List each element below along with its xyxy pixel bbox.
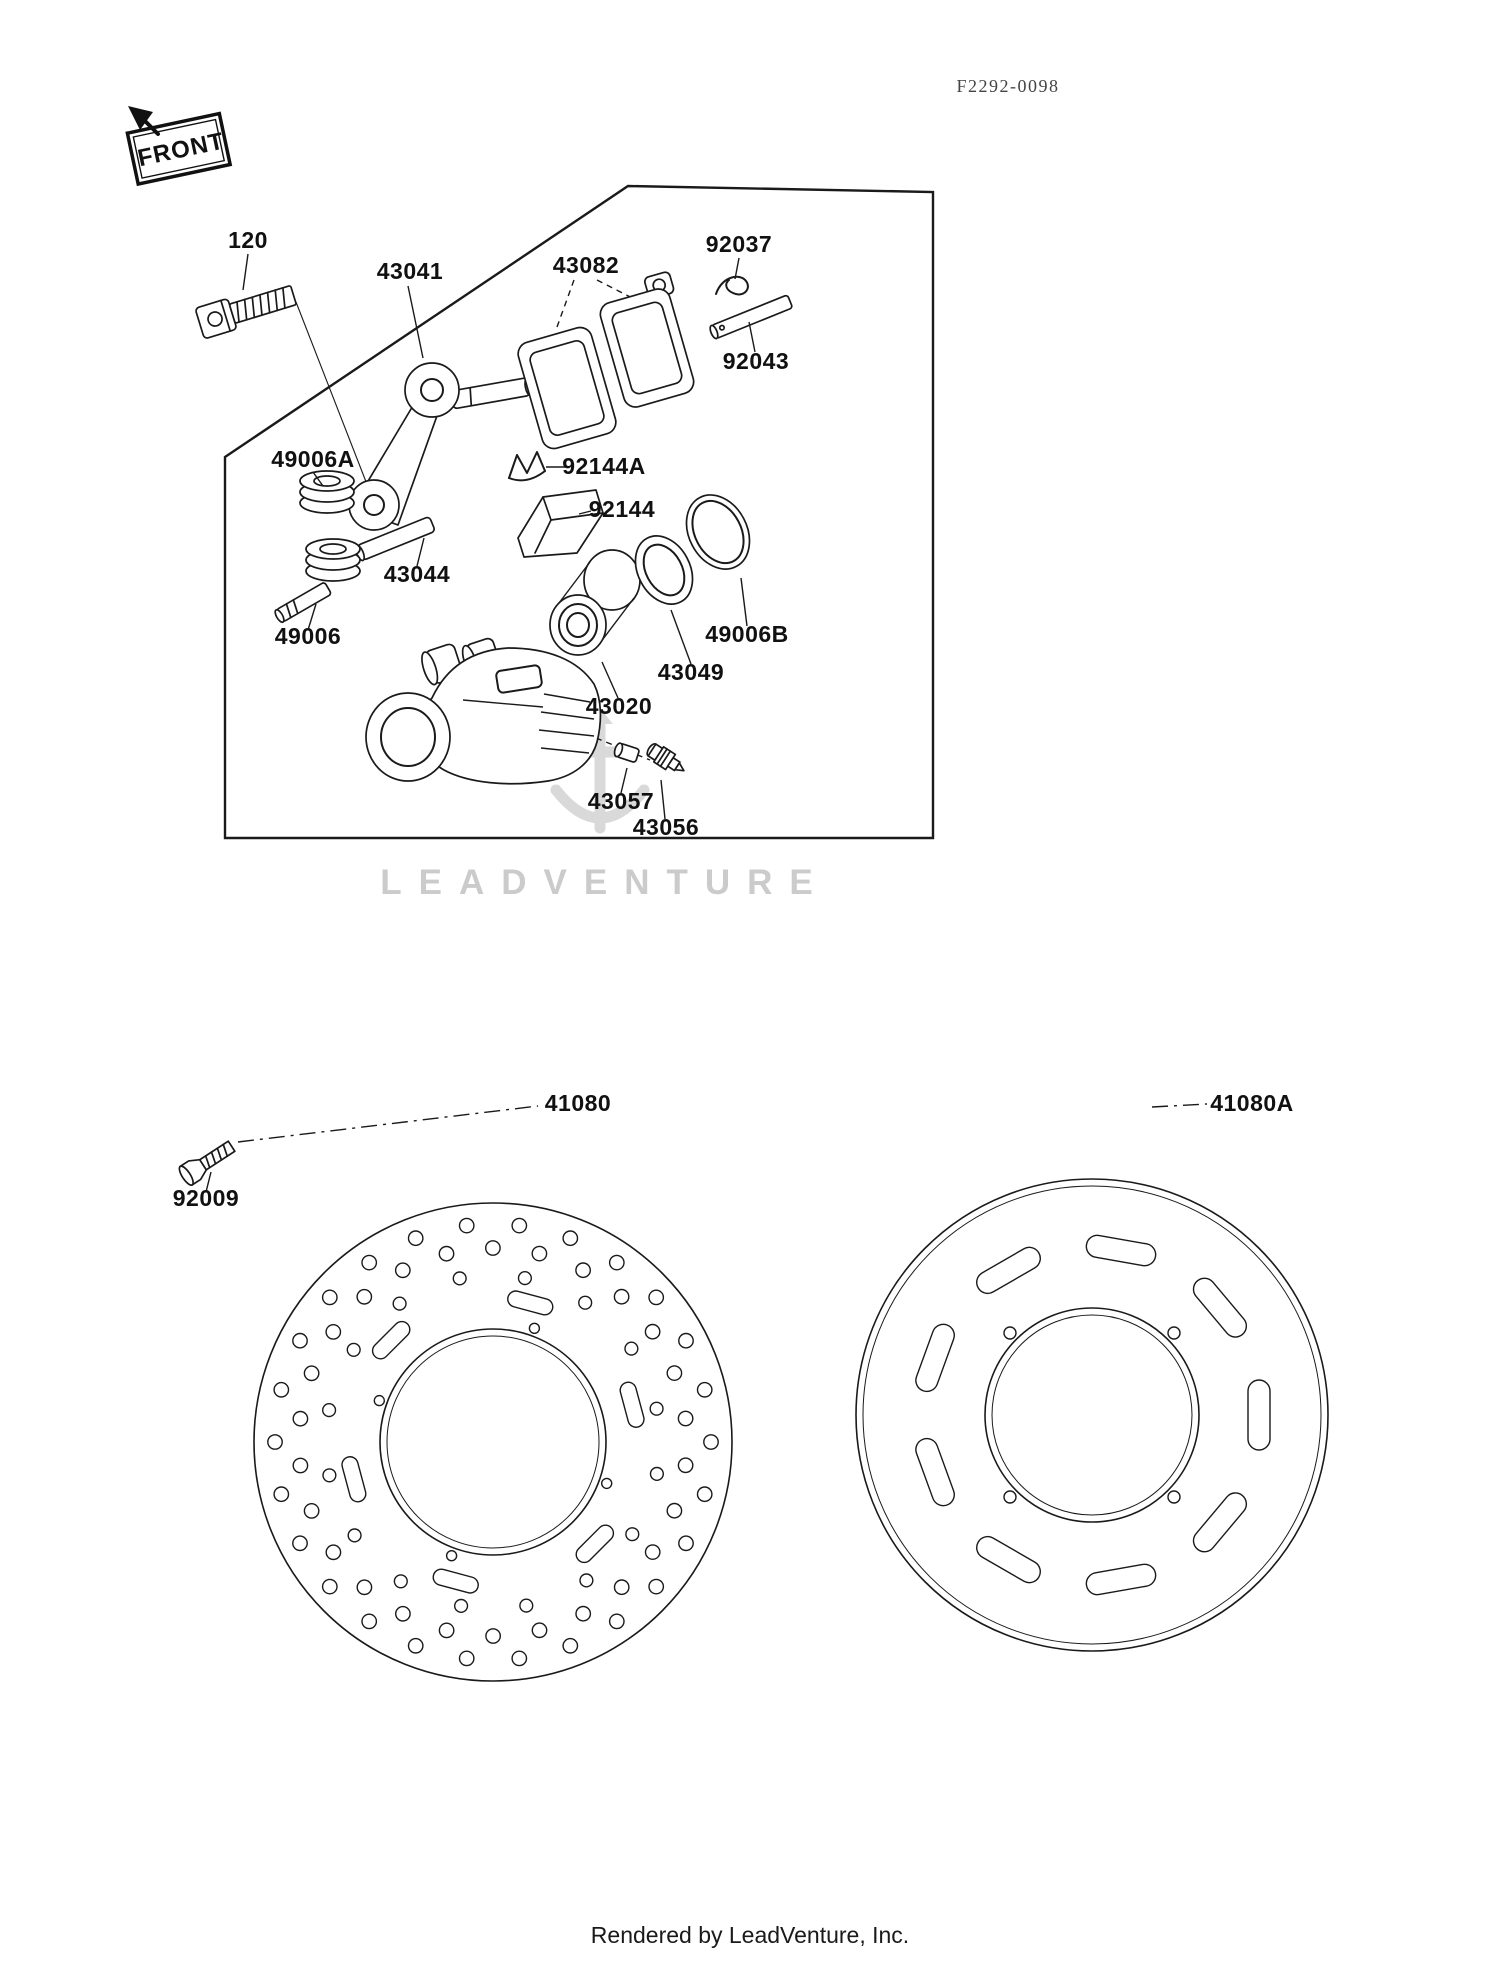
front-arrow-icon (128, 106, 153, 130)
part-label-92144A: 92144A (562, 453, 646, 479)
part-label-43049: 43049 (658, 659, 724, 685)
part-label-43057: 43057 (588, 788, 654, 814)
pin-boot-49006A (299, 470, 355, 514)
brake-pad-inner (517, 326, 617, 450)
caliper-body (365, 637, 602, 785)
slide-pin-upper-43044 (450, 376, 534, 410)
brake-disc-41080A (855, 1178, 1329, 1652)
part-label-92144: 92144 (589, 496, 655, 522)
piston-seal-43049 (634, 535, 694, 605)
figure-code: F2292-0098 (956, 76, 1059, 96)
part-label-120: 120 (228, 227, 268, 253)
bleed-valve-43056 (646, 742, 685, 772)
caliper-holder-43041 (348, 362, 534, 562)
bleed-washer-43057 (613, 742, 640, 763)
part-label-49006: 49006 (275, 623, 341, 649)
pad-clip-92144A (508, 451, 546, 482)
pad-pin-clip-92037 (715, 275, 749, 296)
disc-41080-hole-pattern (267, 1217, 719, 1667)
brake-disc-41080 (253, 1202, 733, 1682)
dust-seal-49006B (685, 494, 751, 570)
disc-bolt-92009 (178, 1140, 236, 1186)
pad-spring-92144 (517, 489, 604, 558)
brake-pad-outer (599, 271, 695, 408)
part-label-92009: 92009 (173, 1185, 239, 1211)
caliper-piston-43020 (549, 549, 641, 656)
part-label-43056: 43056 (633, 814, 699, 840)
leadventure-watermark-text: LEADVENTURE (380, 863, 830, 902)
part-label-92043: 92043 (723, 348, 789, 374)
part-label-43041: 43041 (377, 258, 443, 284)
part-label-41080: 41080 (545, 1090, 611, 1116)
part-label-41080A: 41080A (1210, 1090, 1294, 1116)
part-label-43020: 43020 (586, 693, 652, 719)
part-label-43082: 43082 (553, 252, 619, 278)
front-stamp: FRONT (125, 106, 233, 187)
brake-pads-43082 (517, 271, 695, 450)
caliper-bolt-120 (195, 285, 297, 339)
part-label-49006B: 49006B (705, 621, 789, 647)
pad-pin-92043 (709, 294, 793, 340)
diagram-border (223, 184, 935, 840)
part-label-43044: 43044 (384, 561, 450, 587)
pin-boot-49006 (274, 538, 361, 624)
part-labels: 120 43041 43082 92037 92043 49006A 92144… (173, 227, 1294, 1211)
footer-credit: Rendered by LeadVenture, Inc. (591, 1922, 909, 1948)
leader-lines (205, 253, 1208, 1193)
part-label-49006A: 49006A (271, 446, 355, 472)
disc-41080A-slot-pattern (915, 1234, 1271, 1596)
part-label-92037: 92037 (706, 231, 772, 257)
